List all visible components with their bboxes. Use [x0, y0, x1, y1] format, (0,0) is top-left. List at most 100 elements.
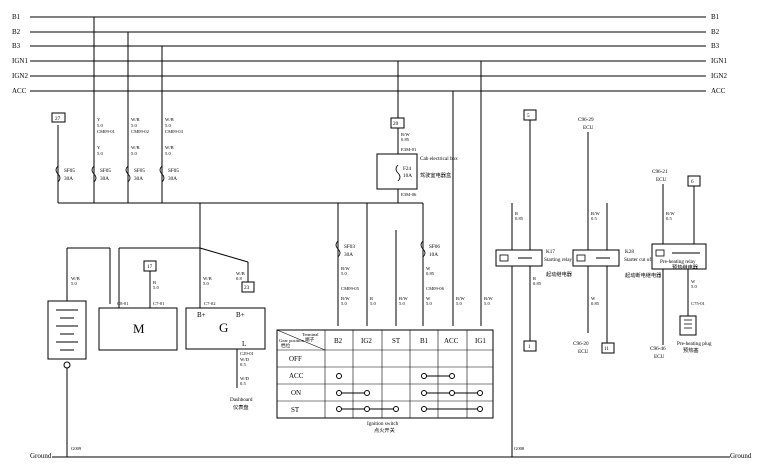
sf-mid-rating: 10A: [429, 252, 438, 258]
fuse-rating: 30A: [64, 176, 73, 182]
starting-relay-title-cn: 起动继电器: [546, 270, 573, 278]
ref-box-1: [523, 340, 537, 352]
rail-label-b1-right: B1: [711, 13, 720, 21]
switch-wire: R: [370, 296, 374, 301]
preheat-plug-gauge: 5.0: [691, 284, 697, 289]
battery-gauge: 5.0: [71, 281, 77, 286]
ground-point: G009: [71, 446, 82, 451]
battery-connector: C8-01: [117, 301, 129, 306]
fuse-gauge-bot: 5.0: [165, 151, 171, 156]
switch-wire: R/W: [456, 296, 465, 301]
starter-motor-box: [98, 307, 178, 351]
cab-electrical-box: 20 R/W 0.85 E3M-01 F24 10A Cab electrica…: [335, 61, 458, 326]
cab-box-title: Cab electrical box: [420, 156, 458, 162]
battery-wire: W/B: [71, 276, 80, 281]
cutoff-bottom-unit: ECU: [578, 349, 589, 355]
ref-box-11-label: 11: [604, 346, 609, 352]
fuse-code: CM09-01: [97, 129, 116, 134]
battery: W/B 5.0 C8-01: [47, 247, 129, 457]
ref-box-27-label: 27: [55, 116, 61, 122]
table-col-header: IG1: [475, 337, 486, 345]
ground-point: G008: [514, 446, 525, 451]
fuse-wire-top: Y: [97, 117, 101, 122]
generator-wire: W/B: [203, 276, 212, 281]
fuse-icon: [55, 165, 61, 183]
preheat-top-code: C96-21: [652, 169, 668, 175]
sf-mid-rating: 30A: [344, 252, 353, 258]
fuse-gauge-top: 5.0: [165, 123, 171, 128]
table-corner-top-cn: 端子: [305, 336, 315, 343]
sf-mid-wire: B/W: [341, 266, 350, 271]
generator-box: [185, 307, 266, 350]
table-col-header: IG2: [361, 337, 372, 345]
preheat-relay-title-cn: 预热继电器: [672, 263, 699, 271]
switch-gauge: 5.0: [484, 301, 490, 306]
rail-label-b2-right: B2: [711, 28, 720, 36]
fuse-icon: [159, 165, 165, 183]
table-corner-bot: Gear position: [279, 338, 305, 343]
cab-code-out: E3M-06: [401, 192, 417, 197]
table-row-label: ON: [291, 389, 301, 397]
switch-gauge: 5.0: [456, 301, 462, 306]
ref-box-27: [51, 112, 66, 123]
switch-wire: B/W: [341, 296, 350, 301]
ground-bus: Ground Ground G009 G008: [30, 446, 752, 460]
fuse-wire-bot: W/B: [165, 145, 174, 150]
cutoff-relay-name: K28: [625, 249, 634, 255]
cab-fuse-rating: 10A: [403, 173, 412, 179]
cab-gauge: 0.85: [401, 137, 410, 142]
preheat-gauge: 0.5: [666, 216, 672, 221]
fuse-code: CM09-03: [165, 129, 184, 134]
fuse-icon: [125, 165, 131, 183]
generator-l-code: C29-01: [240, 351, 254, 356]
preheat-relay: C96-21 ECU 6 R/W 0.5 Pre-heating relay 预…: [650, 169, 712, 360]
ref-box-23-label: 23: [244, 285, 250, 291]
motor-label: M: [133, 321, 145, 336]
cutoff-relay-title-cn: 起动断电继电器: [625, 271, 662, 279]
rail-label-ign1-left: IGN1: [12, 57, 28, 65]
table-col-header: ST: [392, 337, 401, 345]
fuse-gauge-bot: 5.0: [97, 151, 103, 156]
preheat-plug-icon: [679, 315, 697, 336]
cab-box-title-cn: 驾驶室电器盒: [420, 171, 452, 179]
dashboard-label: Dashboard: [230, 397, 253, 403]
preheat-relay-box: [651, 243, 707, 270]
preheat-wire: R/W: [666, 211, 675, 216]
ref-box-5: [523, 109, 537, 121]
fuse-icon: [395, 164, 401, 182]
rail-label-acc-right: ACC: [711, 87, 726, 95]
rail-label-ign2-right: IGN2: [711, 72, 727, 80]
motor-wire: B: [153, 280, 156, 285]
table-row-label: OFF: [289, 355, 302, 363]
fuse-rating: 30A: [134, 176, 143, 182]
table-row-label: ST: [291, 406, 300, 414]
table-corner-top: Terminal: [302, 332, 319, 337]
generator-l-wire: W/D: [240, 357, 250, 362]
switch-wire: W: [426, 296, 431, 301]
rail-label-acc-left: ACC: [12, 87, 27, 95]
preheat-plug-wire: W: [691, 279, 696, 284]
switch-wiring: B/W 5.0 R 5.0 B/W 5.0 W 5.0 R/W 5.0 B/W …: [341, 61, 493, 326]
cutoff-wire: W: [591, 296, 596, 301]
ref-box-6-label: 6: [691, 179, 694, 185]
table-col-header: ACC: [444, 337, 459, 345]
ground-label-left: Ground: [30, 452, 52, 460]
fuse-gauge-bot: 5.0: [131, 151, 137, 156]
switch-gauge: 5.0: [341, 301, 347, 306]
cutoff-bottom-code: C96-20: [573, 341, 589, 347]
rail-label-b2-left: B2: [12, 28, 21, 36]
sf-mid-gauge: 5.0: [341, 271, 347, 276]
fuse-icon: [335, 240, 341, 258]
preheat-plug-title: Pre-heating plug: [677, 341, 712, 347]
cutoff-top-code: C96-29: [578, 117, 594, 123]
ignition-switch-table: Terminal 端子 Gear position 档位 B2 IG2 ST B…: [276, 329, 494, 434]
generator-out-gauge: 0.8: [236, 276, 242, 281]
starting-relay-name: K17: [546, 249, 555, 255]
ref-box-17-label: 17: [147, 264, 153, 270]
sf-mid-name: SF06: [429, 244, 440, 250]
generator-terminal-plus: B+: [236, 311, 245, 319]
table-col-header: B2: [334, 337, 343, 345]
fuse-gauge-top: 5.0: [131, 123, 137, 128]
cutoff-gauge: 0.85: [591, 301, 600, 306]
relay-wire: R: [533, 276, 537, 281]
